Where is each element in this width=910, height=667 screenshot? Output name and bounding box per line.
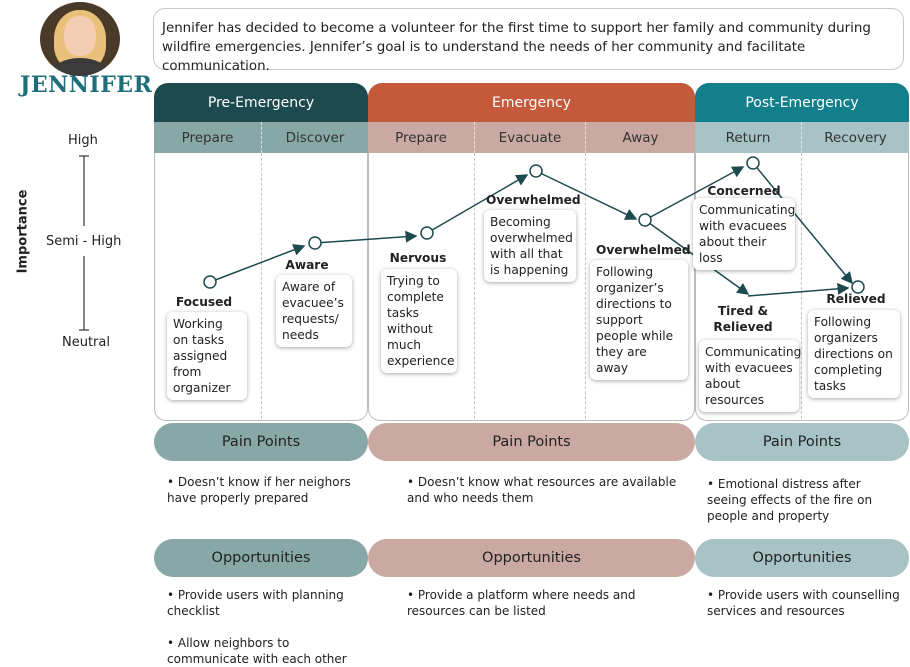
journey-card: Communicating with evacuees about resour… [699,340,801,412]
axis-mid-label: Semi - High [46,234,122,249]
opportunities-post: Opportunities [695,539,909,577]
phase-post-emergency: Post-Emergency [695,83,909,122]
pain-point-emergency: • Doesn’t know what resources are availa… [407,475,677,505]
step-post-recovery: Recovery [801,122,909,153]
persona-intro: Jennifer has decided to become a volunte… [153,8,904,74]
emotion-aware: Aware [285,258,329,272]
journey-card: Following organizer’s directions to supp… [590,260,688,380]
divider [801,153,802,419]
axis-low-label: Neutral [62,335,110,350]
step-post-return: Return [695,122,801,153]
step-emergency-prepare: Prepare [368,122,474,153]
emotion-overwhelmed: Overwhelmed [596,243,691,257]
opportunity-pre-2: • Allow neighbors to communicate with ea… [167,636,347,666]
opportunity-emergency: • Provide a platform where needs and res… [407,588,636,618]
opportunity-post: • Provide users with counselling service… [707,588,900,618]
opportunity-pre-1: • Provide users with planning checklist [167,588,344,618]
journey-point [638,213,652,227]
step-pre-discover: Discover [261,122,368,153]
pain-points-post: Pain Points [695,423,909,461]
journey-card: Trying to complete tasks without much ex… [381,269,457,373]
opportunities-emergency: Opportunities [368,539,695,577]
divider [261,153,262,419]
journey-card: Becoming overwhelmed with all that is ha… [484,210,576,282]
axis-high-label: High [68,133,98,148]
phase-emergency: Emergency [368,83,695,122]
pain-points-pre: Pain Points [154,423,368,461]
journey-point [746,156,760,170]
journey-card: Following organizers directions on compl… [808,310,900,398]
phase-pre-emergency: Pre-Emergency [154,83,368,122]
divider [474,153,475,419]
journey-card: Communicating with evacuees about their … [693,198,795,270]
emotion-nervous: Nervous [389,251,447,265]
journey-point [420,226,434,240]
pain-point-post: • Emotional distress after seeing effect… [707,477,873,523]
journey-point [203,275,217,289]
journey-point [529,164,543,178]
step-emergency-away: Away [585,122,695,153]
emotion-tired-relieved: Tired & Relieved [713,304,773,334]
journey-card: Aware of evacuee’s requests/ needs [276,275,352,347]
step-pre-prepare: Prepare [154,122,261,153]
emotion-focused: Focused [175,295,233,309]
importance-axis-line [79,155,89,331]
persona-name: JENNIFER [20,72,153,98]
journey-card: Working on tasks assigned from organizer [167,312,247,400]
pain-point-pre: • Doesn’t know if her neighors have prop… [167,475,351,505]
emotion-concerned: Concerned [707,184,781,198]
pain-points-emergency: Pain Points [368,423,695,461]
emotion-overwhelmed: Overwhelmed [486,193,581,207]
step-emergency-evacuate: Evacuate [474,122,585,153]
journey-point [851,280,865,294]
journey-point [308,236,322,250]
emotion-relieved: Relieved [826,292,886,306]
divider [585,153,586,419]
opportunities-pre: Opportunities [154,539,368,577]
persona-avatar [40,2,120,76]
